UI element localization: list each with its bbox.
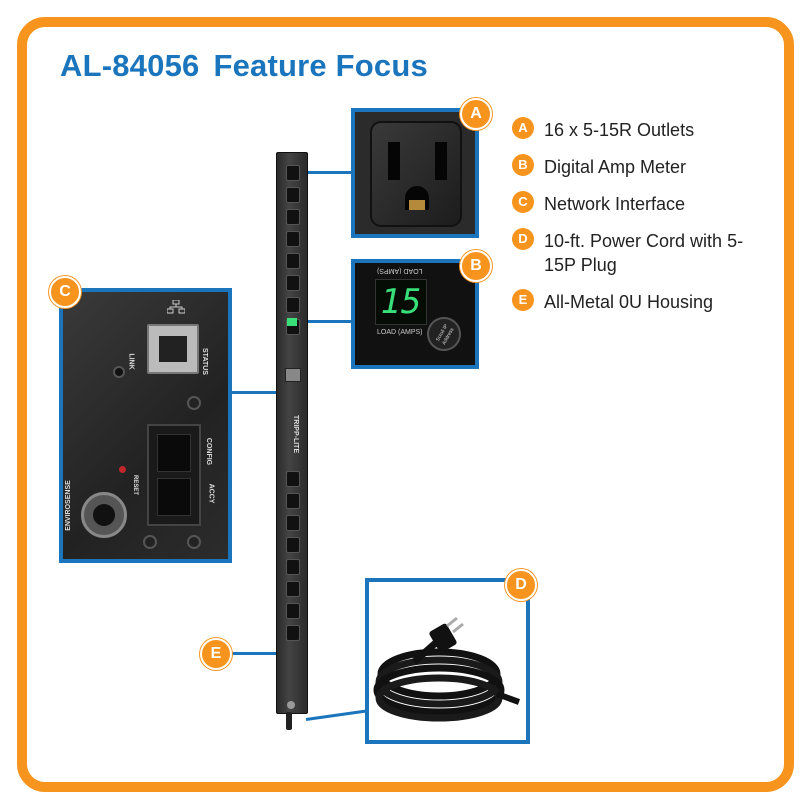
- screw-head: [187, 396, 201, 410]
- scroll-ip-button[interactable]: Scroll IP Address: [420, 310, 468, 358]
- connector-line-a: [306, 171, 352, 174]
- feature-label-d: 10-ft. Power Cord with 5-15P Plug: [544, 231, 744, 275]
- connector-line-e: [225, 652, 277, 655]
- outlet: [286, 209, 300, 225]
- amp-meter-panel: LOAD (AMPS) 15 LOAD (AMPS) Scroll IP Add…: [351, 259, 479, 369]
- ethernet-port-socket: [159, 336, 187, 362]
- meter-reading: 15: [380, 282, 422, 322]
- pdu-meter-display: [287, 318, 297, 326]
- envirosense-port[interactable]: [81, 492, 127, 538]
- outlet: [286, 603, 300, 619]
- pdu-strip: TRIPP-LITE: [276, 152, 308, 714]
- badge-a: A: [512, 117, 534, 139]
- outlet-closeup-image: [355, 112, 475, 234]
- feature-label-c: Network Interface: [544, 194, 686, 214]
- accy-label: ACCY: [207, 483, 215, 504]
- network-icon: [167, 300, 185, 314]
- outlet: [286, 471, 300, 487]
- outlet: [286, 275, 300, 291]
- badge-d: D: [512, 228, 534, 250]
- config-label: CONFIG: [205, 437, 213, 466]
- reset-label: RESET: [132, 474, 139, 496]
- feature-label-e: All-Metal 0U Housing: [544, 292, 714, 312]
- connector-line-b: [306, 320, 352, 323]
- feature-label-b: Digital Amp Meter: [544, 157, 687, 177]
- badge-panel-d: D: [505, 569, 537, 601]
- outlet: [286, 625, 300, 641]
- config-accy-ports[interactable]: [147, 424, 201, 526]
- outlet: [286, 297, 300, 313]
- power-cord-panel: [365, 578, 530, 744]
- link-label: LINK: [127, 353, 135, 370]
- pdu-screw: [287, 701, 295, 709]
- badge-panel-a: A: [460, 98, 492, 130]
- envirosense-label: ENVIROSENSE: [64, 480, 72, 531]
- badge-c: C: [512, 191, 534, 213]
- outlet: [286, 559, 300, 575]
- outlet: [286, 231, 300, 247]
- pdu-cord-stub: [286, 712, 292, 730]
- outlet: [286, 165, 300, 181]
- feature-list: A 16 x 5-15R Outlets B Digital Amp Meter…: [512, 117, 772, 327]
- meter-label-top: LOAD (AMPS): [377, 267, 423, 274]
- model-number: AL-84056: [60, 48, 200, 83]
- badge-housing-e: E: [200, 638, 232, 670]
- pdu-network-port: [285, 368, 301, 382]
- outlet: [286, 515, 300, 531]
- feature-item-b: B Digital Amp Meter: [512, 154, 772, 179]
- outlet: [286, 581, 300, 597]
- badge-panel-b: B: [460, 250, 492, 282]
- feature-item-c: C Network Interface: [512, 191, 772, 216]
- screw-head: [143, 535, 157, 549]
- led-indicator: [113, 366, 125, 378]
- feature-label-a: 16 x 5-15R Outlets: [544, 120, 695, 140]
- reset-button[interactable]: [119, 466, 126, 473]
- outlet: [286, 187, 300, 203]
- outlet: [286, 493, 300, 509]
- config-port[interactable]: [157, 434, 191, 472]
- meter-display: 15: [375, 279, 427, 325]
- outlet: [286, 537, 300, 553]
- meter-label-bottom: LOAD (AMPS): [377, 329, 423, 336]
- badge-e: E: [512, 289, 534, 311]
- feature-item-d: D 10-ft. Power Cord with 5-15P Plug: [512, 228, 764, 277]
- feature-item-e: E All-Metal 0U Housing: [512, 289, 772, 314]
- badge-panel-c: C: [49, 276, 81, 308]
- network-interface-panel: LINK STATUS CONFIG ACCY RESET ENVIROSENS…: [59, 288, 232, 563]
- screw-head: [187, 535, 201, 549]
- connector-line-c: [230, 391, 276, 394]
- page-title: AL-84056 Feature Focus: [60, 48, 428, 84]
- ethernet-port[interactable]: [147, 324, 199, 374]
- outlet-closeup-panel: [351, 108, 479, 238]
- feature-item-a: A 16 x 5-15R Outlets: [512, 117, 772, 142]
- envirosense-port-socket: [93, 504, 115, 526]
- outlet: [286, 253, 300, 269]
- badge-b: B: [512, 154, 534, 176]
- pdu-brand-label: TRIPP-LITE: [292, 415, 299, 454]
- status-label: STATUS: [200, 348, 208, 375]
- title-subtitle: Feature Focus: [213, 48, 428, 83]
- power-cord-image: [373, 616, 521, 722]
- accy-port[interactable]: [157, 478, 191, 516]
